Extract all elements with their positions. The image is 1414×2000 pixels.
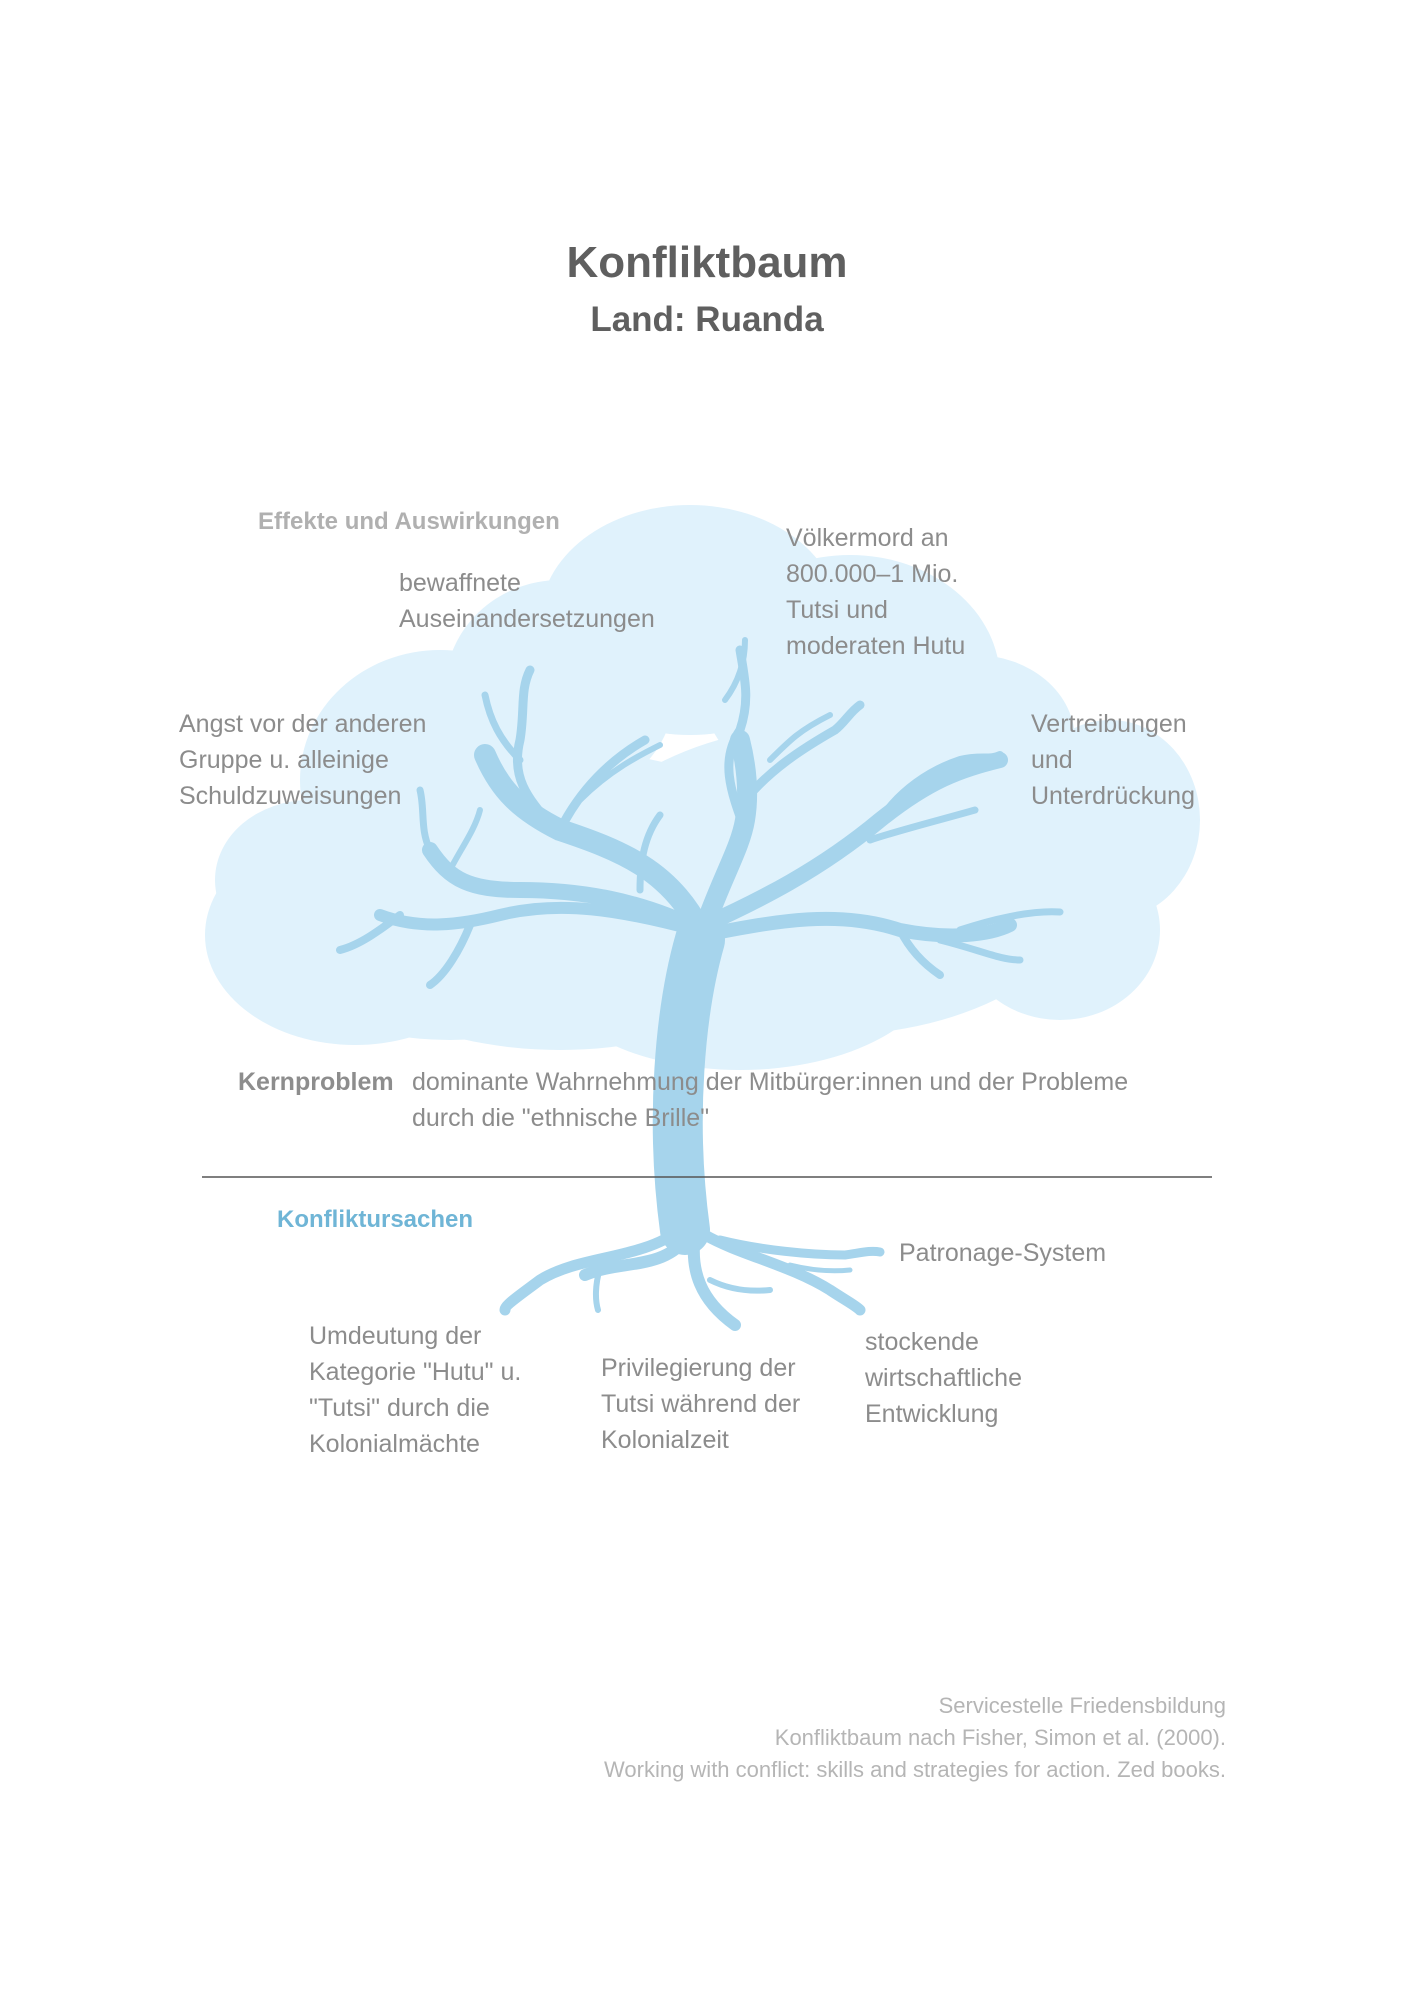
cause-item: stockende wirtschaftliche Entwicklung xyxy=(865,1328,1022,1428)
effects-heading: Effekte und Auswirkungen xyxy=(258,508,560,535)
source-line: Konfliktbaum nach Fisher, Simon et al. (… xyxy=(774,1725,1226,1750)
effect-item: Vertreibungen und Unterdrückung xyxy=(1031,710,1195,810)
source-citation: Servicestelle Friedensbildung Konfliktba… xyxy=(604,1690,1226,1786)
effect-item: bewaffnete Auseinandersetzungen xyxy=(399,569,655,633)
source-line: Working with conflict: skills and strate… xyxy=(604,1757,1226,1782)
cause-item: Privilegierung der Tutsi während der Kol… xyxy=(601,1354,801,1454)
source-line: Servicestelle Friedensbildung xyxy=(938,1693,1226,1718)
tree-trunk xyxy=(336,637,1064,1281)
effect-item: Völkermord an 800.000–1 Mio. Tutsi und m… xyxy=(786,524,966,660)
cause-item: Patronage-System xyxy=(899,1239,1107,1267)
effect-item: Angst vor der anderen Gruppe u. alleinig… xyxy=(179,710,427,810)
page-title: Konfliktbaum xyxy=(566,238,848,287)
tree-roots xyxy=(499,1224,885,1331)
causes-heading: Konfliktursachen xyxy=(277,1206,474,1233)
page-subtitle: Land: Ruanda xyxy=(590,300,824,339)
cause-item: Umdeutung der Kategorie "Hutu" u. "Tutsi… xyxy=(309,1322,522,1458)
core-problem-text: dominante Wahrnehmung der Mitbürger:inne… xyxy=(412,1068,1129,1132)
core-problem-heading: Kernproblem xyxy=(238,1068,394,1096)
